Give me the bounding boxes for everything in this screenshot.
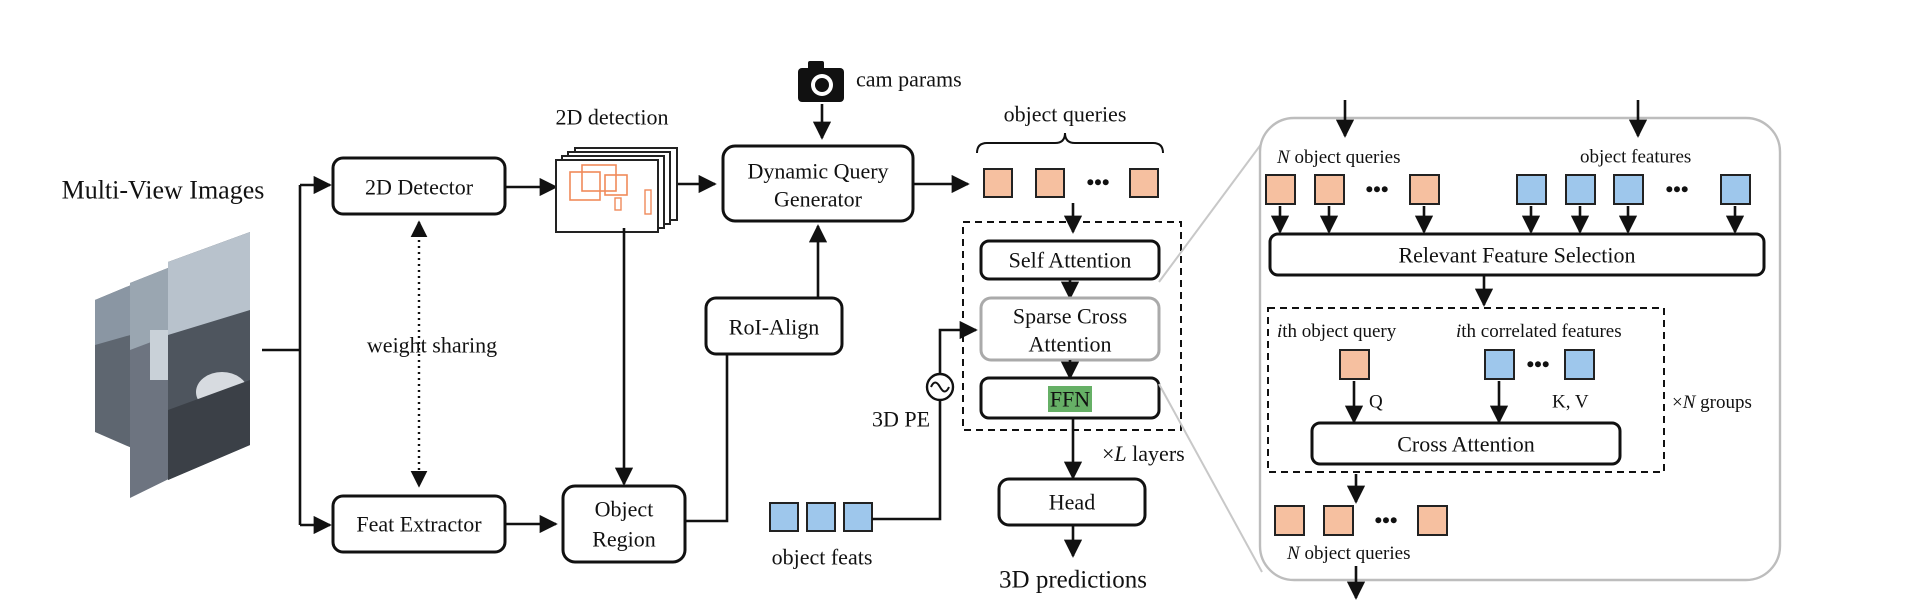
feature-token — [1564, 349, 1595, 380]
feat-extractor-label: Feat Extractor — [356, 512, 482, 537]
roi-align-label: RoI-Align — [729, 315, 819, 340]
ellipsis: ••• — [1086, 170, 1109, 195]
feature-token — [769, 502, 799, 532]
feature-token — [1484, 349, 1515, 380]
relevant-feature-selection-label: Relevant Feature Selection — [1398, 243, 1635, 268]
pe-label: 3D PE — [872, 407, 930, 432]
cross-attention-label: Cross Attention — [1397, 432, 1535, 457]
groups-label: ×N groups — [1672, 392, 1752, 413]
ffn-label: FFN — [1050, 387, 1090, 412]
feature-token — [806, 502, 836, 532]
ellipsis: ••• — [1665, 177, 1688, 202]
weight-sharing-label: weight sharing — [367, 333, 497, 358]
group-frame — [1267, 307, 1665, 473]
query-token — [1339, 349, 1370, 380]
query-token — [1274, 505, 1305, 536]
head-label: Head — [1049, 490, 1095, 515]
sparse-cross-attention-label-2: Attention — [1028, 332, 1111, 357]
query-token — [1409, 174, 1440, 205]
feature-token — [1720, 174, 1751, 205]
query-token — [1417, 505, 1448, 536]
object-features-label: object features — [1580, 147, 1691, 168]
output-label: 3D predictions — [999, 567, 1147, 594]
query-generator-label-2: Generator — [774, 187, 863, 212]
cam-params-label: cam params — [856, 67, 962, 92]
ffn-highlight — [1048, 386, 1092, 412]
detection-maps — [555, 147, 678, 233]
cross-attention-box — [1310, 421, 1622, 466]
relevant-feature-selection-box — [1268, 232, 1766, 277]
camera-icon — [798, 61, 844, 102]
object-region-label-2: Region — [592, 527, 656, 552]
query-generator-label-1: Dynamic Query — [747, 159, 888, 184]
feature-token — [1565, 174, 1596, 205]
self-attention-label: Self Attention — [1009, 248, 1132, 273]
n-queries-label: N object queries — [1276, 147, 1400, 168]
ith-features-label: ith correlated features — [1456, 321, 1622, 342]
ellipsis: ••• — [1365, 177, 1388, 202]
feature-token — [1516, 174, 1547, 205]
detection-label: 2D detection — [555, 105, 668, 130]
layers-label: ×L layers — [1102, 441, 1185, 466]
ellipsis: ••• — [1526, 352, 1549, 377]
feature-token — [1613, 174, 1644, 205]
detector-label: 2D Detector — [365, 175, 474, 200]
object-region-box — [561, 484, 687, 564]
query-token — [1129, 168, 1159, 198]
query-token — [1265, 174, 1296, 205]
out-queries-label: N object queries — [1286, 543, 1410, 564]
sparse-cross-attention-label-1: Sparse Cross — [1013, 304, 1127, 329]
object-feats-label: object feats — [772, 545, 873, 570]
query-token — [1314, 174, 1345, 205]
feature-token — [843, 502, 873, 532]
query-token — [983, 168, 1013, 198]
kv-label: K, V — [1552, 392, 1589, 413]
query-token — [1323, 505, 1354, 536]
multi-view-image-stack — [95, 232, 250, 498]
object-queries-label: object queries — [1004, 102, 1127, 127]
object-region-label-1: Object — [595, 497, 654, 522]
query-token — [1035, 168, 1065, 198]
q-label: Q — [1369, 392, 1383, 413]
ith-query-label: ith object query — [1277, 321, 1397, 342]
input-label: Multi-View Images — [62, 176, 265, 205]
ellipsis: ••• — [1374, 508, 1397, 533]
roi-align-box — [704, 296, 844, 356]
